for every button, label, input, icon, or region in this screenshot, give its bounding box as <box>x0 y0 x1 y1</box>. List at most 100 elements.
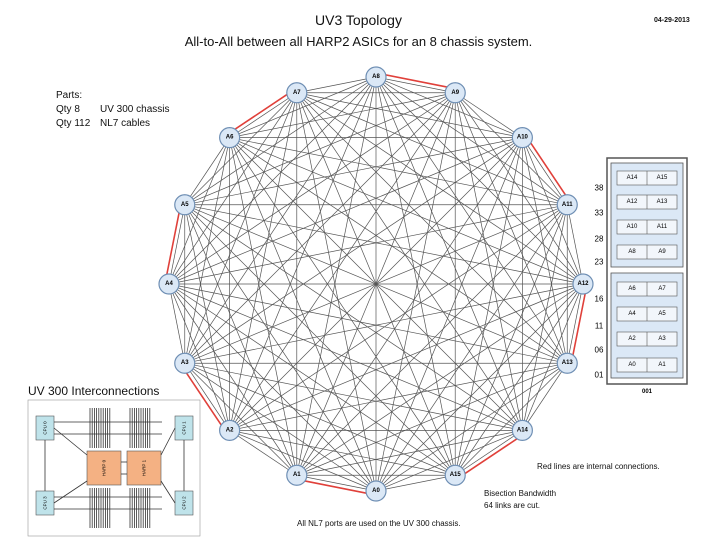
asic-node: A15 <box>444 464 466 486</box>
cpu-box-label: CPU 1 <box>182 421 187 435</box>
rack-slot-label: A1 <box>658 362 666 368</box>
rack-slot-label: A8 <box>628 249 636 255</box>
nl7-link <box>229 430 297 476</box>
nl7-link <box>184 204 230 431</box>
nl7-link <box>296 474 377 492</box>
asic-node-circle <box>174 352 196 374</box>
asic-node-label: A4 <box>165 281 173 287</box>
parts-desc: UV 300 chassis <box>100 104 170 115</box>
asic-node: A1 <box>286 464 308 486</box>
rack-unit-label: 23 <box>595 258 604 267</box>
parts-qty: Qty 8 <box>56 104 80 115</box>
nl7-link <box>184 363 230 431</box>
asic-node-circle <box>158 273 180 295</box>
nl7-link <box>229 137 568 364</box>
asic-node-circle <box>365 66 387 88</box>
asic-node: A10 <box>511 127 533 149</box>
nl7-link <box>229 92 297 138</box>
internal-link <box>295 478 376 496</box>
nl7-link <box>454 137 523 476</box>
ports-note: All NL7 ports are used on the UV 300 cha… <box>297 519 461 528</box>
rack-slot-label: A9 <box>658 249 666 255</box>
rack-slot-label: A11 <box>657 224 668 230</box>
nl7-link <box>168 283 568 364</box>
internal-link <box>456 433 526 480</box>
nl7-link <box>184 204 523 431</box>
interconnect-line <box>160 480 176 504</box>
links-cut-note: 64 links are cut. <box>484 501 541 510</box>
nl7-link <box>184 137 523 364</box>
asic-node-circle <box>511 127 533 149</box>
parts-qty: Qty 112 <box>56 118 91 129</box>
harp-box-rect <box>86 450 122 486</box>
asic-node: A14 <box>511 419 533 441</box>
nl7-link <box>566 283 584 364</box>
nl7-link <box>184 283 584 364</box>
rack-slot-label: A2 <box>628 336 636 342</box>
nl7-link <box>454 283 584 476</box>
asic-node-label: A6 <box>226 135 234 141</box>
rack-slot-label: A4 <box>628 311 636 317</box>
nl7-link <box>454 92 523 431</box>
parts-heading: Parts: <box>56 90 83 101</box>
internal-link <box>164 203 182 284</box>
asic-node: A0 <box>365 480 387 502</box>
nl7-link <box>454 92 568 364</box>
rack-slot-label: A13 <box>657 199 668 205</box>
asic-node-label: A12 <box>577 281 589 287</box>
nl7-link <box>522 283 584 431</box>
nl7-link <box>454 362 568 476</box>
asic-node-label: A0 <box>372 488 380 494</box>
nl7-link <box>229 92 456 138</box>
asic-node-label: A7 <box>293 90 301 96</box>
cpu-box-label: CPU 2 <box>182 496 187 510</box>
nl7-link <box>454 92 568 206</box>
nl7-link <box>375 76 456 476</box>
asic-node-circle <box>174 194 196 216</box>
nl7-link <box>168 283 523 431</box>
nl7-link <box>184 204 456 476</box>
parts-desc: NL7 cables <box>100 118 151 129</box>
asic-node: A8 <box>365 66 387 88</box>
cpu-box: CPU 0 <box>35 415 55 441</box>
nl7-link <box>168 204 186 285</box>
nl7-link <box>184 76 377 206</box>
nl7-link <box>229 204 568 431</box>
asic-node-label: A13 <box>562 360 574 366</box>
internal-note: Red lines are internal connections. <box>537 462 660 471</box>
harp-box-label: HARP 1 <box>142 459 147 476</box>
interconnect-line <box>160 427 176 456</box>
nl7-link <box>375 76 523 431</box>
nl7-link <box>229 92 456 431</box>
bisection-note: Bisection Bandwidth <box>484 489 557 498</box>
nl7-link <box>454 204 568 476</box>
rack-slot-label: A3 <box>658 336 666 342</box>
nl7-link <box>522 363 568 431</box>
asic-node-circle <box>556 352 578 374</box>
asic-node-label: A3 <box>181 360 189 366</box>
cpu-box-label: CPU 3 <box>43 496 48 510</box>
nl7-link <box>229 137 584 285</box>
nl7-link <box>168 283 186 364</box>
interconnect-title: UV 300 Interconnections <box>28 384 160 398</box>
nl7-link <box>168 283 456 476</box>
rack-unit-label: 06 <box>595 346 604 355</box>
internal-link <box>226 88 296 135</box>
rack-unit-label: 28 <box>595 235 604 244</box>
asic-node-label: A15 <box>450 472 462 478</box>
nl7-link <box>168 92 298 285</box>
nl7-link <box>375 362 568 492</box>
rack-slot-label: A7 <box>658 286 666 292</box>
asic-node-circle <box>444 464 466 486</box>
nl7-link <box>296 76 377 94</box>
nl7-link <box>522 137 584 285</box>
parts-item: Qty 8 UV 300 chassis <box>56 104 169 115</box>
asic-node-circle <box>219 419 241 441</box>
cpu-box-label: CPU 0 <box>43 421 48 435</box>
nl7-link <box>455 430 523 476</box>
nl7-link <box>229 430 456 476</box>
internal-link <box>525 134 572 204</box>
cpu-box: CPU 2 <box>174 490 194 516</box>
link-group <box>164 72 588 496</box>
